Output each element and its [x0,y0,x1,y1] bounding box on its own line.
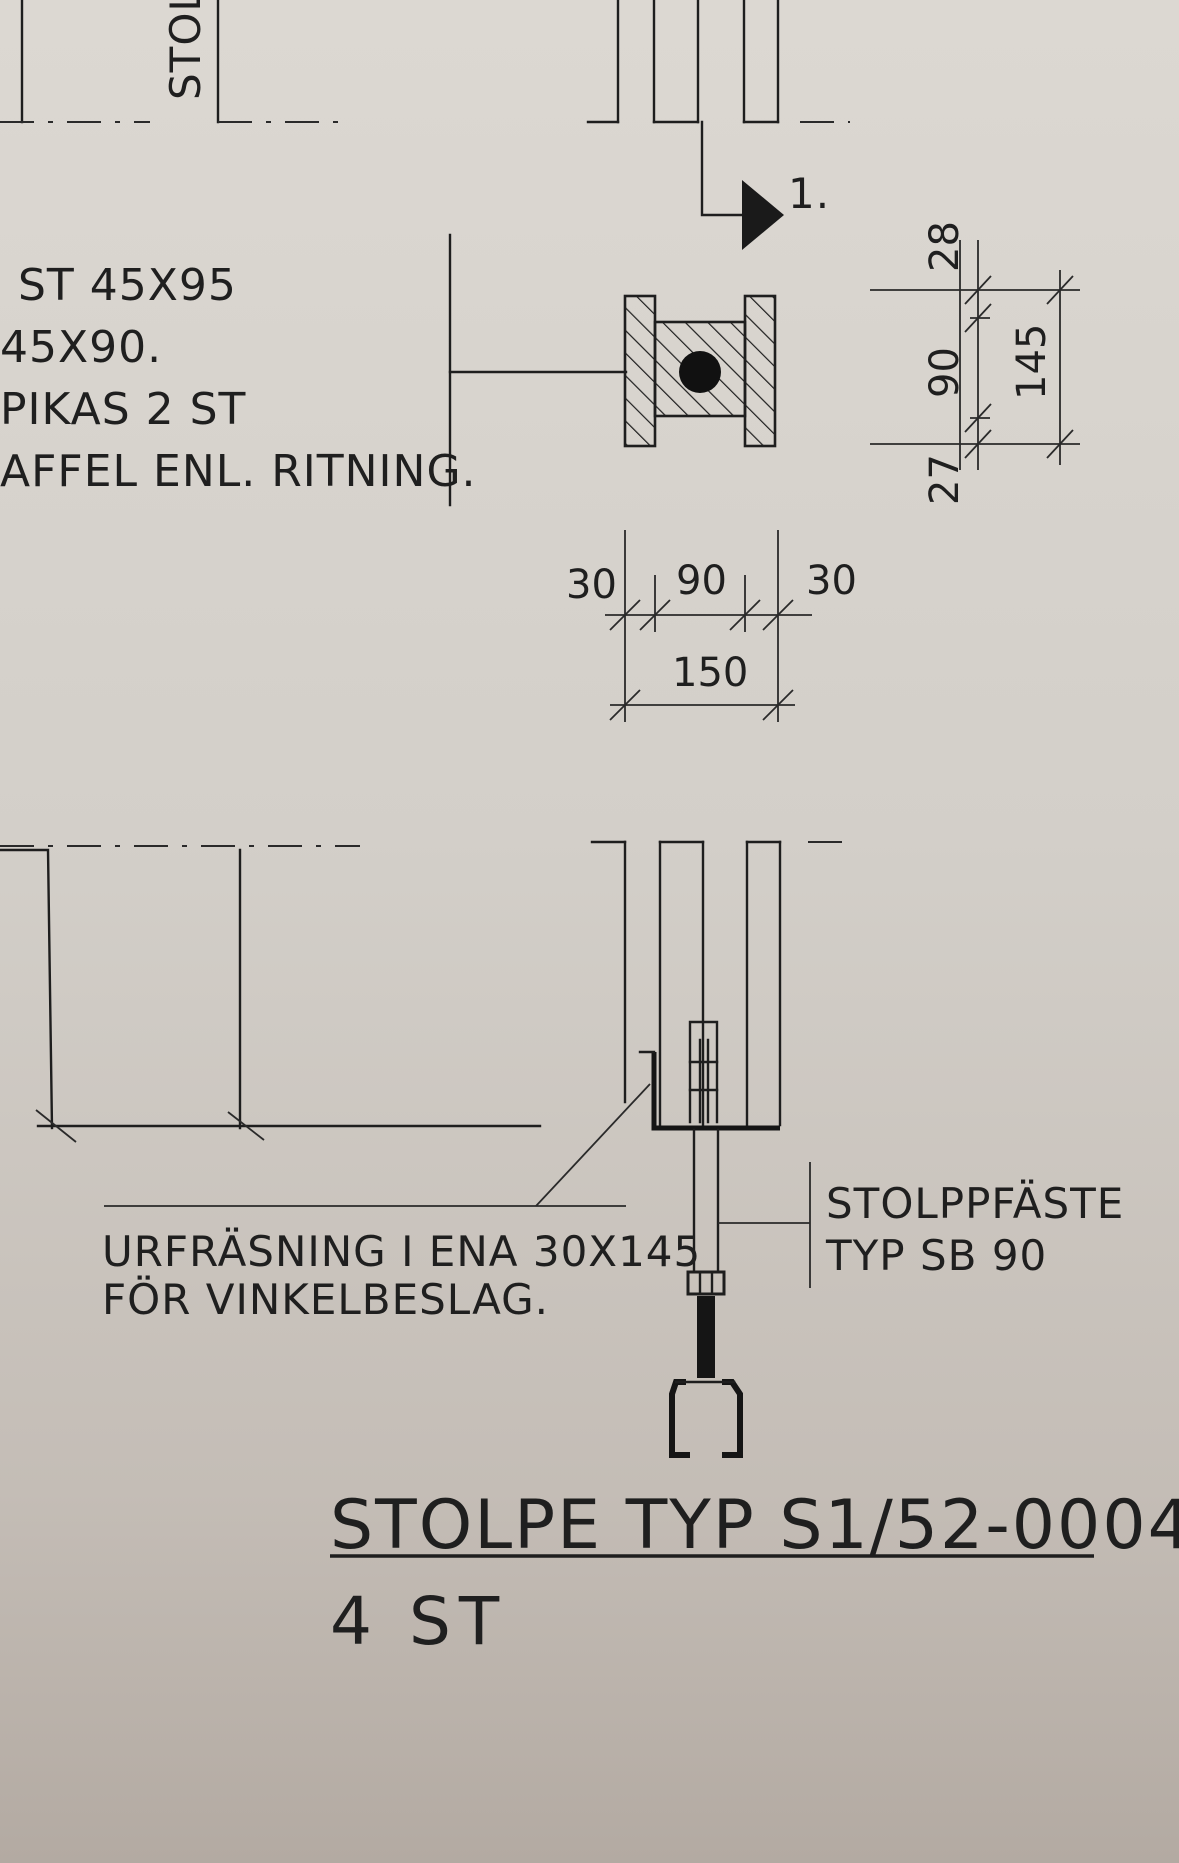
post-elevation [590,840,850,1131]
spec-notes: ST 45X95 45X90. PIKAS 2 ST AFFEL ENL. RI… [0,233,628,507]
bracket-note-line: TYP SB 90 [825,1231,1047,1280]
horizontal-dimensions: 30 90 30 150 [566,530,857,722]
post-cross-section [623,294,777,448]
vertical-dimensions: 28 90 27 145 [870,221,1080,505]
detail-marker: 1. [788,169,830,218]
top-label-fragment: STOL [161,0,210,100]
spec-note-line: PIKAS 2 ST [0,384,246,435]
spec-note-line: ST 45X95 [18,260,237,311]
spec-note-line: AFFEL ENL. RITNING. [0,446,477,497]
dim-vertical-middle: 90 [922,347,968,398]
title-block: STOLPE TYP S1/52-0004 4 ST [330,1486,1179,1660]
spec-note-line: 45X90. [0,322,162,373]
detail-marker-arrow: 1. [700,120,830,250]
bracket-note-line: STOLPPFÄSTE [826,1178,1124,1228]
routing-note-line: FÖR VINKELBESLAG. [102,1274,549,1324]
dim-horizontal-total: 150 [672,650,748,696]
bracket-note: STOLPPFÄSTE TYP SB 90 [718,1162,1124,1288]
drawing-title: STOLPE TYP S1/52-0004 [330,1486,1179,1565]
post-bracket [669,1020,743,1458]
dim-vertical-total: 145 [1009,324,1055,400]
dim-vertical-bottom: 27 [922,454,968,505]
quantity: 4 ST [330,1583,507,1660]
lower-elevation-left [0,845,542,1143]
top-elevation-fragment: STOL [0,0,850,124]
dim-horizontal-left: 30 [566,562,617,608]
dim-horizontal-right: 30 [806,558,857,604]
routing-note-line: URFRÄSNING I ENA 30X145 [102,1226,701,1276]
routing-note: URFRÄSNING I ENA 30X145 FÖR VINKELBESLAG… [102,1083,701,1324]
dim-horizontal-middle: 90 [676,558,727,604]
dim-vertical-top: 28 [922,221,968,272]
